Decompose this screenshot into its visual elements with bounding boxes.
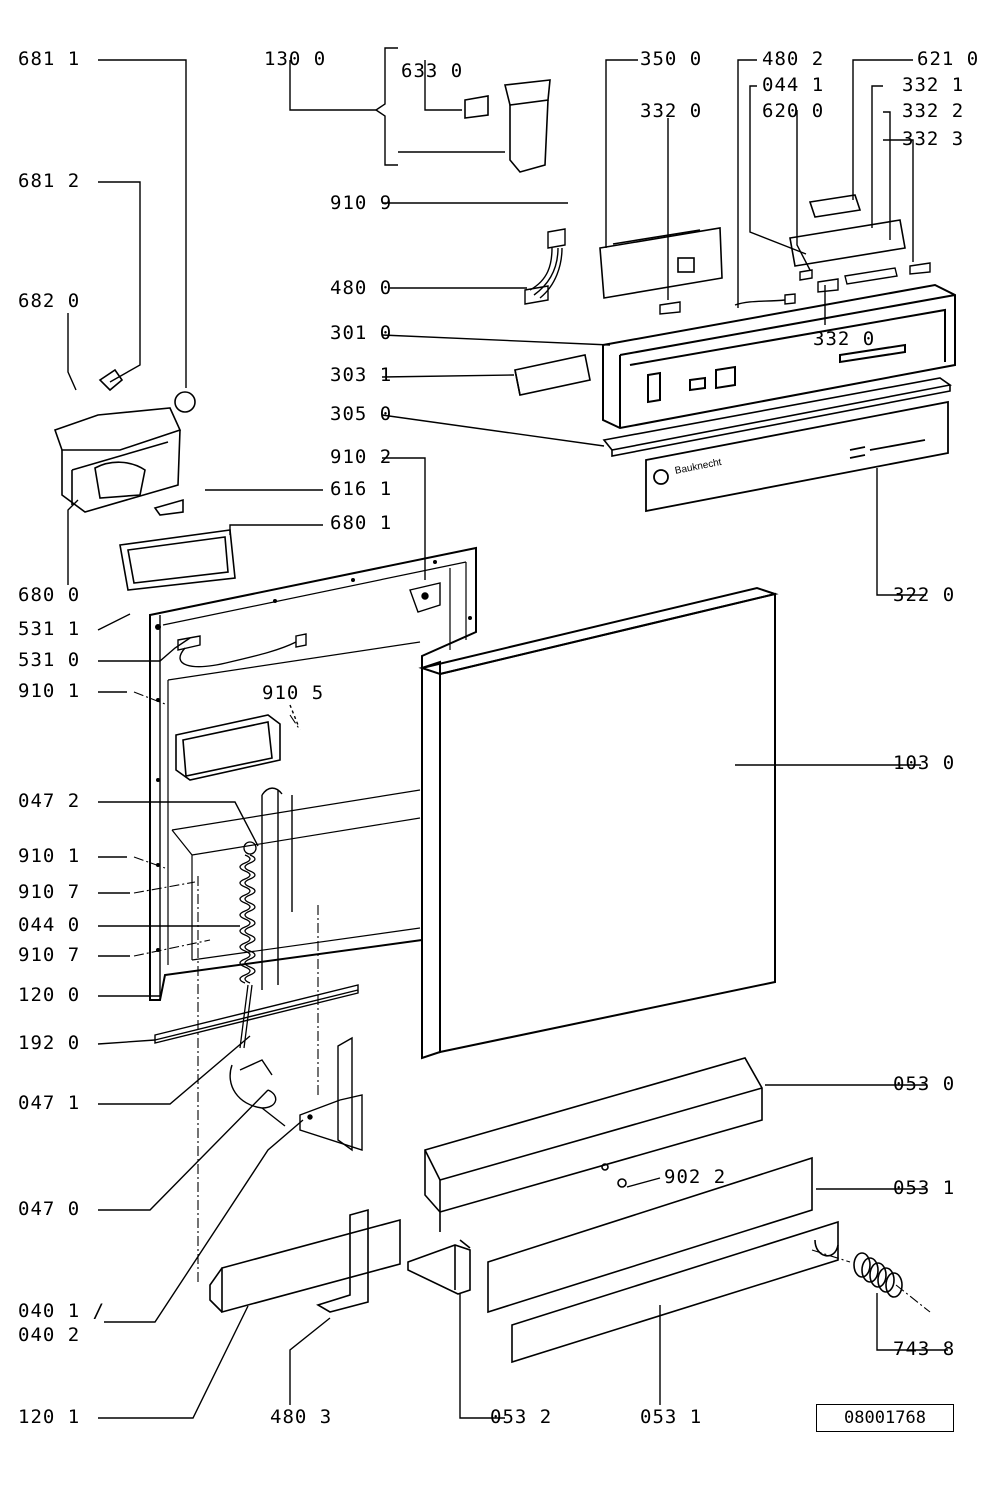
buttons-332 — [799, 262, 931, 285]
callout-910-2: 910 2 — [330, 446, 393, 468]
callout-621-0: 621 0 — [917, 48, 980, 70]
switch-332-0 — [659, 278, 839, 315]
callout-040-2: 040 2 — [18, 1324, 81, 1346]
callout-044-0: 044 0 — [18, 914, 81, 936]
construction-lines — [133, 691, 931, 1313]
door-panel-opening — [175, 714, 281, 781]
bottom-strip-120-1 — [209, 1218, 401, 1314]
callout-053-1-right: 053 1 — [893, 1177, 956, 1199]
door-bracket — [299, 1036, 363, 1152]
callout-680-1: 680 1 — [330, 512, 393, 534]
callout-303-1: 303 1 — [330, 364, 393, 386]
kick-plate-053-0 — [424, 1057, 763, 1232]
callout-910-7-top: 910 7 — [18, 881, 81, 903]
fascia-panel — [645, 400, 949, 513]
lamp-cover — [514, 354, 591, 396]
door-wiring — [177, 633, 307, 668]
callout-480-2: 480 2 — [762, 48, 825, 70]
callout-040-1: 040 1 / — [18, 1300, 106, 1322]
inner-door-panel — [149, 546, 477, 1001]
callout-332-2: 332 2 — [902, 100, 965, 122]
panel-rail-305 — [602, 377, 953, 457]
detergent-dispenser — [53, 368, 196, 516]
front-door-panel — [418, 586, 779, 1060]
callout-681-2: 681 2 — [18, 170, 81, 192]
callout-620-0: 620 0 — [762, 100, 825, 122]
callout-480-0: 480 0 — [330, 277, 393, 299]
callout-682-0: 682 0 — [18, 290, 81, 312]
document-number-box: 08001768 — [816, 1404, 954, 1432]
callout-305-0: 305 0 — [330, 403, 393, 425]
callout-680-0: 680 0 — [18, 584, 81, 606]
callout-301-0: 301 0 — [330, 322, 393, 344]
callout-053-1-bottom: 053 1 — [640, 1406, 703, 1428]
control-board — [789, 194, 906, 267]
callout-910-9: 910 9 — [330, 192, 393, 214]
callout-120-0: 120 0 — [18, 984, 81, 1006]
door-holes — [155, 560, 472, 952]
leader-lines — [67, 47, 948, 1419]
bracket-053-2 — [407, 1239, 471, 1295]
callout-047-0: 047 0 — [18, 1198, 81, 1220]
callout-053-0: 053 0 — [893, 1073, 956, 1095]
callout-047-2: 047 2 — [18, 790, 81, 812]
rail-192 — [154, 984, 359, 1044]
harness-480-0 — [524, 228, 566, 305]
callout-053-2: 053 2 — [490, 1406, 553, 1428]
callout-332-0-top: 332 0 — [640, 100, 703, 122]
callout-120-1: 120 1 — [18, 1406, 81, 1428]
callout-910-1-top: 910 1 — [18, 680, 81, 702]
callout-616-1: 616 1 — [330, 478, 393, 500]
callout-531-1: 531 1 — [18, 618, 81, 640]
callout-047-1: 047 1 — [18, 1092, 81, 1114]
door-rib — [261, 787, 293, 990]
callout-332-1: 332 1 — [902, 74, 965, 96]
callout-130-0: 130 0 — [264, 48, 327, 70]
callout-681-1: 681 1 — [18, 48, 81, 70]
callout-332-0-panel: 332 0 — [813, 328, 876, 350]
callout-044-1: 044 1 — [762, 74, 825, 96]
callout-332-3: 332 3 — [902, 128, 965, 150]
dispenser-gasket — [119, 529, 236, 591]
callout-192-0: 192 0 — [18, 1032, 81, 1054]
callout-350-0: 350 0 — [640, 48, 703, 70]
callout-633-0: 633 0 — [401, 60, 464, 82]
callout-531-0: 531 0 — [18, 649, 81, 671]
spring-hook — [229, 1059, 286, 1127]
hinge-bracket — [409, 582, 441, 613]
callout-910-7-lower: 910 7 — [18, 944, 81, 966]
callout-902-2: 902 2 — [664, 1166, 727, 1188]
door-latch — [464, 79, 551, 173]
spring-743-8 — [853, 1252, 903, 1298]
plate-053-1 — [487, 1156, 839, 1364]
callout-910-5: 910 5 — [262, 682, 325, 704]
control-module — [599, 227, 723, 299]
control-panel-housing — [602, 283, 956, 430]
hook-480-3 — [316, 1208, 369, 1313]
callout-910-1-lower: 910 1 — [18, 845, 81, 867]
callout-743-8: 743 8 — [893, 1338, 956, 1360]
callout-480-3: 480 3 — [270, 1406, 333, 1428]
callout-322-0: 322 0 — [893, 584, 956, 606]
callout-103-0: 103 0 — [893, 752, 956, 774]
wire-480-2 — [734, 293, 796, 306]
